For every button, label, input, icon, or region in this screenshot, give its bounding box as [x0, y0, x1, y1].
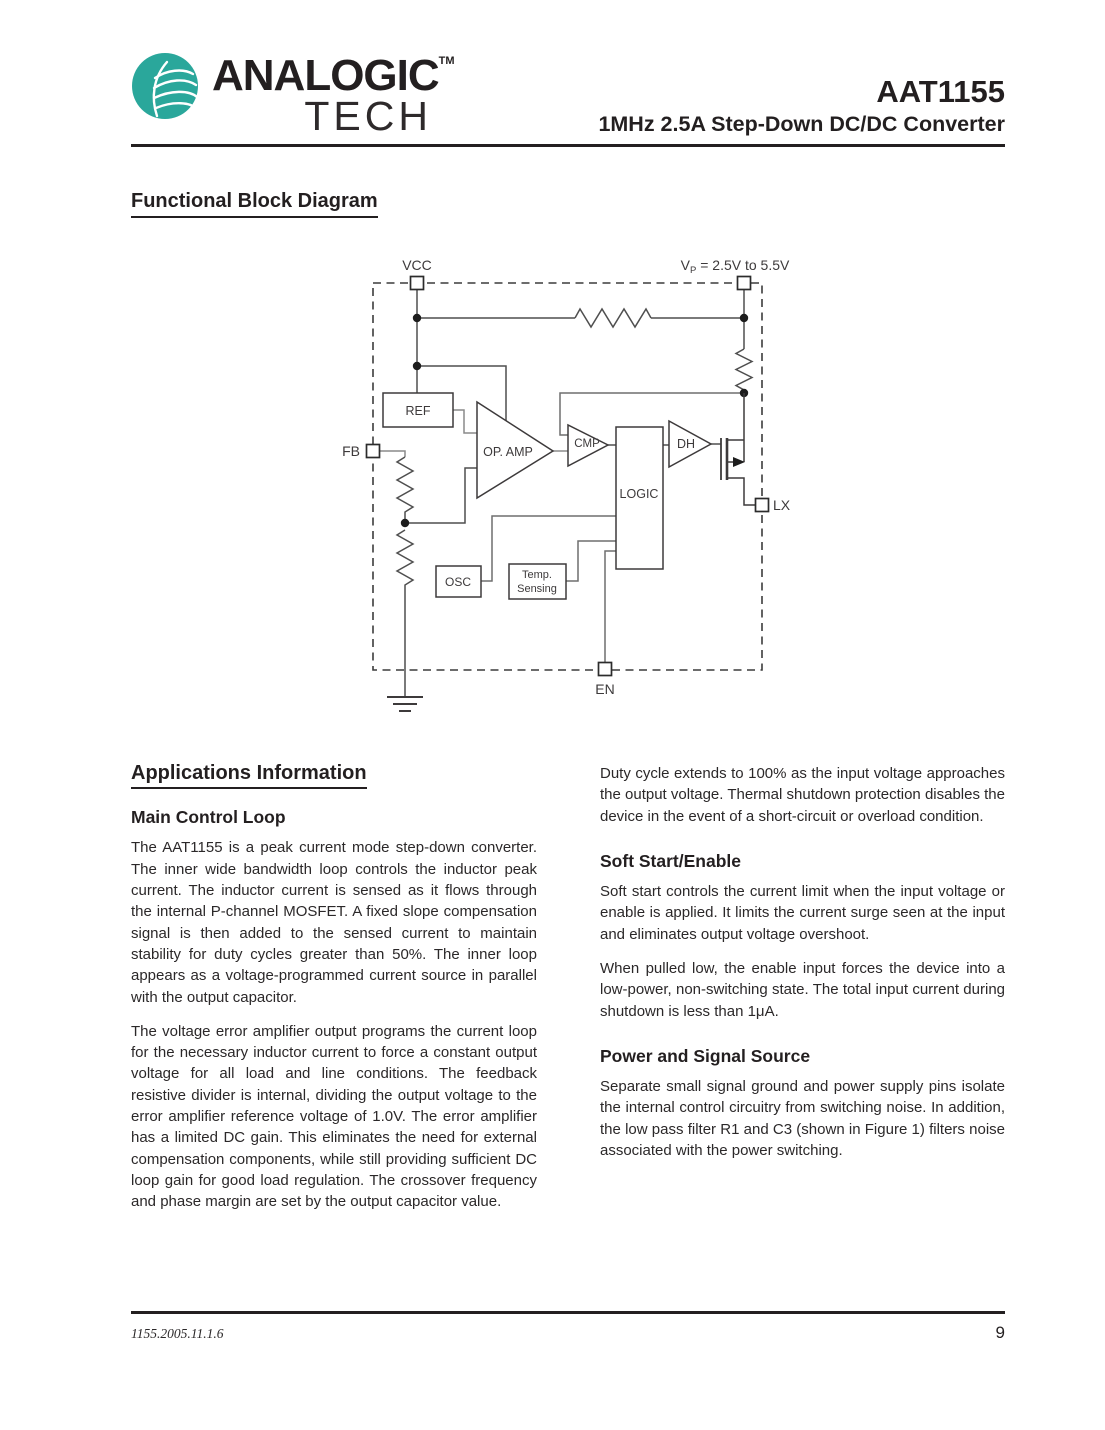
- vp-pin: [736, 275, 752, 291]
- logo-word1-text: ANALOGIC: [212, 51, 440, 100]
- ref-label: REF: [406, 404, 431, 418]
- pin-squares: [365, 275, 770, 677]
- ground-symbol: [387, 696, 423, 712]
- vcc-pin-label: VCC: [402, 257, 432, 273]
- section-heading-power-and-signal-source: Power and Signal Source: [600, 1045, 811, 1066]
- applications-left-column: Applications Information Main Control Lo…: [131, 762, 537, 1225]
- logic-block: LOGIC: [615, 426, 664, 570]
- footer-rule: [131, 1311, 1005, 1314]
- body-paragraph: Duty cycle extends to 100% as the input …: [600, 765, 1005, 825]
- vp-label-value: = 2.5V to 5.5V: [696, 257, 790, 273]
- applications-right-column: Duty cycle extends to 100% as the input …: [600, 763, 1005, 1174]
- dh-block: DH: [668, 419, 713, 469]
- applications-heading: Applications Information: [131, 762, 537, 790]
- vp-pin-label: VP = 2.5V to 5.5V: [681, 257, 790, 276]
- temp-label-line1: Temp.: [522, 569, 552, 581]
- logo-wordmark-tech: TECH: [304, 93, 432, 139]
- en-pin: [597, 661, 613, 677]
- functional-block-diagram: REF OP. AMP CMP LOGIC DH OSC Temp. Sensi…: [342, 257, 791, 712]
- part-number: AAT1155: [876, 74, 1005, 109]
- pmos-symbol: [720, 393, 756, 506]
- section-heading-main-control-loop: Main Control Loop: [131, 807, 286, 828]
- page-number: 9: [995, 1323, 1005, 1342]
- en-pin-label: EN: [595, 681, 614, 697]
- osc-label: OSC: [445, 575, 471, 589]
- cmp-block: CMP: [567, 423, 610, 468]
- vcc-pin: [409, 275, 425, 291]
- lx-pin: [754, 497, 770, 513]
- logo-wordmark-analogic: ANALOGICTM: [212, 54, 455, 98]
- cmp-label: CMP: [574, 438, 600, 450]
- logic-label: LOGIC: [620, 487, 659, 501]
- diagram-wires: [379, 289, 754, 697]
- document-id: 1155.2005.11.1.6: [131, 1326, 224, 1341]
- dh-label: DH: [677, 437, 695, 451]
- vp-label-v: V: [681, 257, 691, 273]
- vp-label-sub: P: [690, 265, 696, 276]
- fb-pin: [365, 443, 381, 459]
- section-heading-soft-start-enable: Soft Start/Enable: [600, 850, 741, 871]
- applications-heading-text: Applications Information: [131, 762, 367, 790]
- body-paragraph: Separate small signal ground and power s…: [600, 1077, 1005, 1159]
- part-subtitle: 1MHz 2.5A Step-Down DC/DC Converter: [598, 111, 1005, 136]
- functional-block-diagram-heading: Functional Block Diagram: [131, 190, 378, 218]
- body-paragraph: The AAT1155 is a peak current mode step-…: [131, 839, 537, 1006]
- analogictech-logo-icon: [132, 53, 199, 119]
- ref-block: REF: [382, 392, 454, 428]
- header-title-block: AAT1155 1MHz 2.5A Step-Down DC/DC Conver…: [420, 74, 1005, 137]
- op-amp-label: OP. AMP: [483, 445, 533, 459]
- body-paragraph: When pulled low, the enable input forces…: [600, 959, 1005, 1020]
- temp-sensing-block: Temp. Sensing: [508, 563, 567, 600]
- op-amp-block: OP. AMP: [476, 400, 555, 500]
- osc-block: OSC: [435, 565, 482, 598]
- body-paragraph: The voltage error amplifier output progr…: [131, 1022, 537, 1211]
- temp-label-line2: Sensing: [517, 583, 557, 595]
- header-rule: [131, 144, 1005, 147]
- ic-boundary: [372, 282, 763, 671]
- fbd-heading-text: Functional Block Diagram: [131, 190, 378, 218]
- fb-pin-label: FB: [342, 443, 360, 459]
- body-paragraph: Soft start controls the current limit wh…: [600, 883, 1005, 943]
- mosfet-arrow-icon: [733, 457, 745, 467]
- logo-tm-mark: TM: [438, 55, 455, 67]
- logo-leaf-icon: [152, 60, 199, 118]
- lx-pin-label: LX: [773, 497, 791, 513]
